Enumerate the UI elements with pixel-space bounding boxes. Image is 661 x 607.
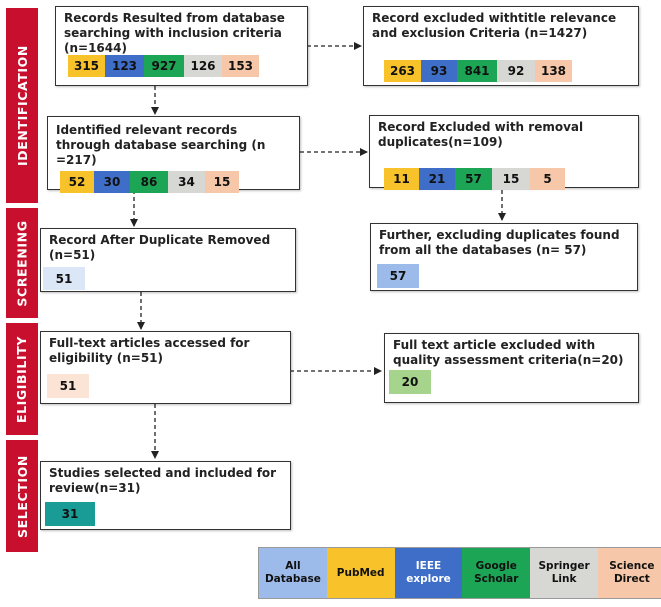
legend-all-database: All Database xyxy=(259,548,327,598)
identified-relevant-bar: 52 30 86 34 15 xyxy=(60,171,239,193)
value-ieee: 30 xyxy=(94,171,130,193)
value-pubmed: 263 xyxy=(384,60,421,82)
box-excluded-title: Record excluded withtitle relevance and … xyxy=(363,6,639,86)
excluded-duplicates-bar: 11 21 57 15 5 xyxy=(384,168,565,190)
value-google: 86 xyxy=(130,171,168,193)
database-legend: All Database PubMed IEEE explore Google … xyxy=(258,547,661,599)
phase-eligibility: ELIGIBILITY xyxy=(6,323,38,435)
phase-selection: SELECTION xyxy=(6,440,38,552)
box-identified-relevant: Identified relevant records through data… xyxy=(47,116,300,193)
value-google: 57 xyxy=(455,168,492,190)
fulltext-excluded-text: Full text article excluded with quality … xyxy=(393,338,624,367)
value-springer: 15 xyxy=(492,168,530,190)
value-all-database: 57 xyxy=(377,264,419,288)
legend-ieee-explore: IEEE explore xyxy=(394,548,463,598)
value-all-database: 51 xyxy=(43,267,85,290)
value-all-database: 31 xyxy=(45,502,95,526)
value-pubmed: 52 xyxy=(60,171,94,193)
value-all-database: 51 xyxy=(47,374,89,398)
value-science: 5 xyxy=(530,168,565,190)
phase-screening: SCREENING xyxy=(6,208,38,318)
value-springer: 126 xyxy=(184,55,222,77)
box-after-duplicate: Record After Duplicate Removed (n=51) 51 xyxy=(40,228,296,292)
box-studies-selected: Studies selected and included for review… xyxy=(40,461,291,530)
value-pubmed: 11 xyxy=(384,168,419,190)
fulltext-accessed-text: Full-text articles accessed for eligibil… xyxy=(49,336,250,365)
excluded-title-text: Record excluded withtitle relevance and … xyxy=(372,11,617,40)
excluded-duplicates-text: Record Excluded with removal duplicates(… xyxy=(378,120,584,149)
value-ieee: 123 xyxy=(105,55,144,77)
records-resulted-text: Records Resulted from database searching… xyxy=(64,11,285,55)
box-further-excluding: Further, excluding duplicates found from… xyxy=(370,223,638,291)
value-science: 153 xyxy=(222,55,259,77)
value-ieee: 93 xyxy=(421,60,457,82)
value-google: 841 xyxy=(457,60,497,82)
value-pubmed: 315 xyxy=(68,55,105,77)
box-fulltext-accessed: Full-text articles accessed for eligibil… xyxy=(40,331,291,404)
phase-identification: IDENTIFICATION xyxy=(6,8,38,203)
value-springer: 34 xyxy=(168,171,205,193)
value-springer: 92 xyxy=(497,60,535,82)
excluded-title-bar: 263 93 841 92 138 xyxy=(384,60,572,82)
legend-springer-link: Springer Link xyxy=(530,548,598,598)
value-google: 927 xyxy=(144,55,184,77)
further-excluding-text: Further, excluding duplicates found from… xyxy=(379,228,620,257)
legend-google-scholar: Google Scholar xyxy=(462,548,531,598)
legend-science-direct: Science Direct xyxy=(597,548,661,598)
records-resulted-bar: 315 123 927 126 153 xyxy=(68,55,259,77)
box-excluded-duplicates: Record Excluded with removal duplicates(… xyxy=(369,115,639,190)
studies-selected-text: Studies selected and included for review… xyxy=(49,466,277,495)
identified-relevant-text: Identified relevant records through data… xyxy=(56,123,266,167)
box-records-resulted: Records Resulted from database searching… xyxy=(55,6,308,86)
value-ieee: 21 xyxy=(419,168,455,190)
box-fulltext-excluded: Full text article excluded with quality … xyxy=(384,333,639,403)
value-all-database: 20 xyxy=(389,370,431,394)
value-science: 15 xyxy=(205,171,239,193)
value-science: 138 xyxy=(535,60,572,82)
after-duplicate-text: Record After Duplicate Removed (n=51) xyxy=(49,233,271,262)
legend-pubmed: PubMed xyxy=(326,548,395,598)
